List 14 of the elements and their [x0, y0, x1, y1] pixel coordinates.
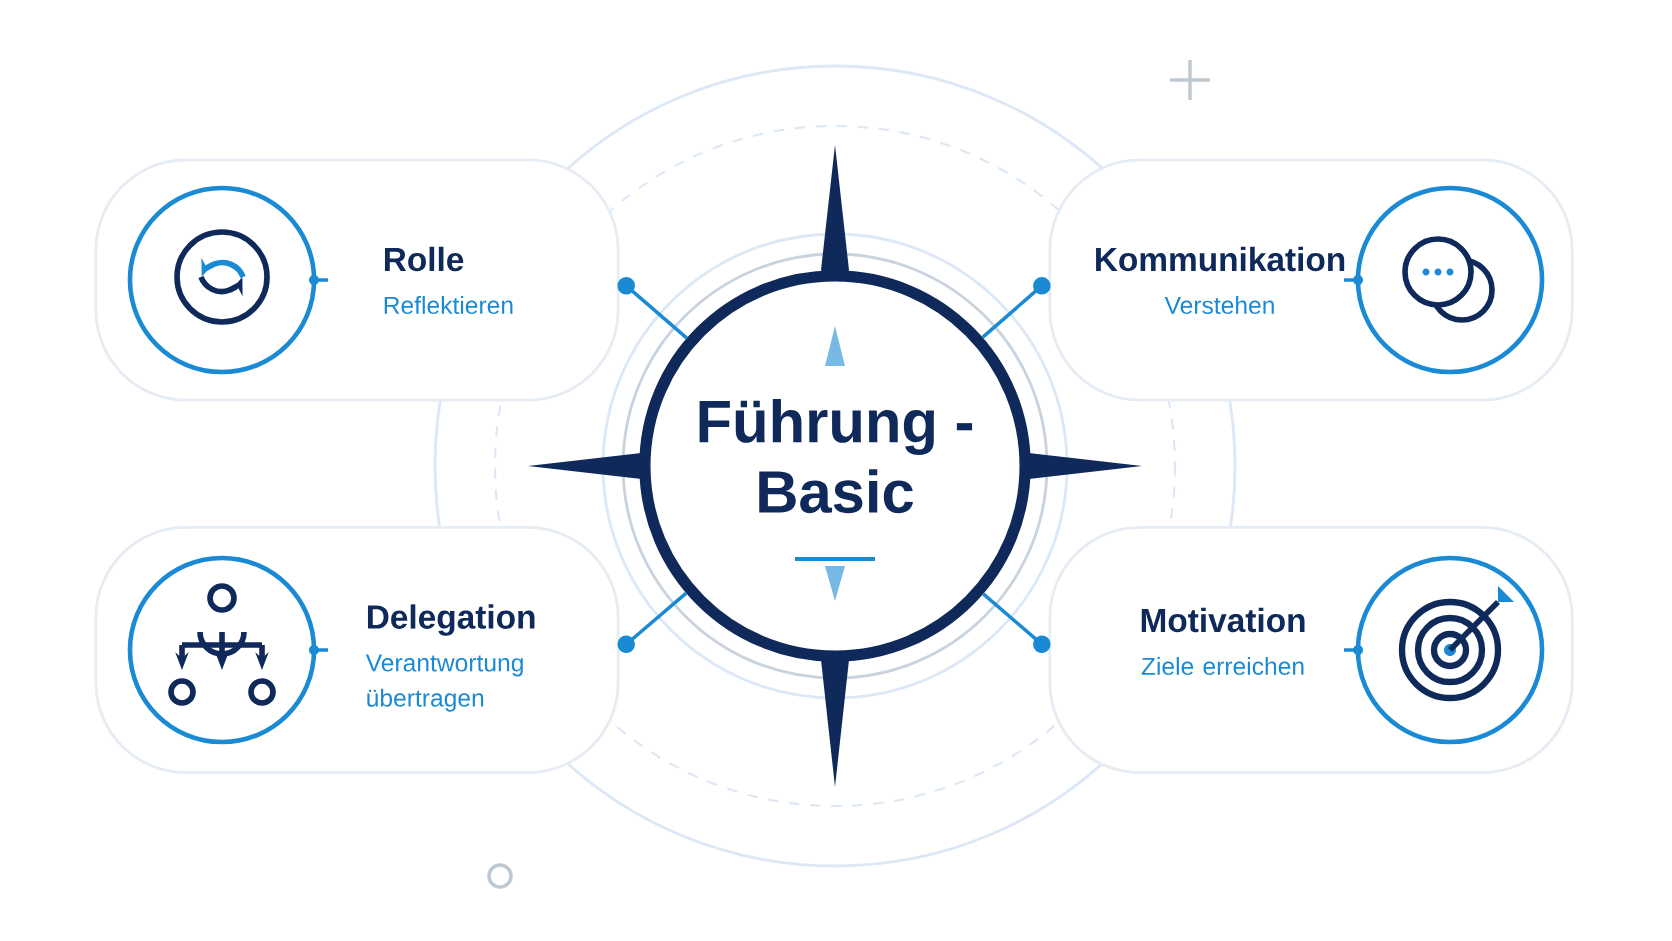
- connector-line: [982, 592, 1051, 654]
- card-subtitle: Reflektieren: [384, 296, 513, 315]
- icon-circle: [127, 555, 328, 745]
- card-heading: Motivation: [1141, 607, 1305, 633]
- card-heading: Rolle: [384, 246, 464, 272]
- card-subtitle: Verantwortung übertragen: [365, 654, 523, 712]
- card-subtitle: Verstehen: [1164, 296, 1274, 315]
- icon-circle: [127, 185, 328, 375]
- icon-circle: [1344, 185, 1545, 375]
- card-subtitle: Ziele erreichen: [1141, 657, 1304, 676]
- connector-line: [981, 277, 1051, 339]
- connector-line: [617, 591, 688, 654]
- icon-circle: [1344, 555, 1545, 745]
- connector-line: [617, 277, 688, 340]
